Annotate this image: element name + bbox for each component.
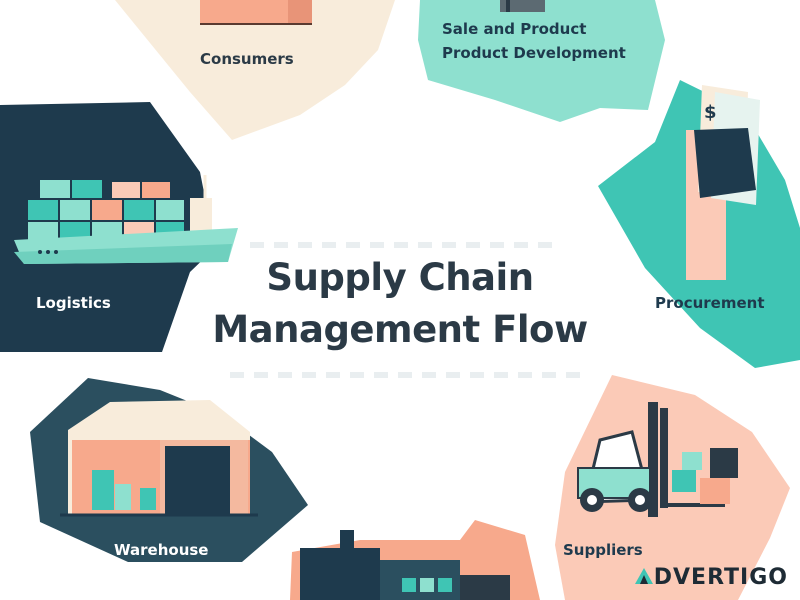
segment-bottom (290, 520, 540, 600)
label-suppliers: Suppliers (563, 541, 643, 559)
money-icon: $ (686, 85, 760, 280)
title-line-2: Management Flow (212, 308, 588, 351)
factory-icon (300, 530, 510, 600)
label-sale-product-2: Product Development (442, 44, 626, 62)
segment-procurement: $ (598, 80, 800, 368)
segment-suppliers (555, 375, 790, 600)
label-logistics: Logistics (36, 294, 111, 312)
advertigo-watermark: DVERTIGO (634, 565, 788, 592)
warehouse-icon (60, 400, 258, 517)
segment-sale-product (418, 0, 665, 122)
brand-triangle-icon (634, 566, 654, 592)
diagram-title: Supply Chain Management Flow (190, 252, 610, 356)
label-consumers: Consumers (200, 50, 294, 68)
label-procurement: Procurement (655, 294, 765, 312)
title-line-1: Supply Chain (266, 256, 534, 299)
brand-text: DVERTIGO (653, 565, 788, 590)
label-sale-product-1: Sale and Product (442, 20, 587, 38)
product-box-icon (500, 0, 545, 12)
label-warehouse: Warehouse (114, 541, 209, 559)
segment-warehouse (30, 378, 308, 562)
segment-consumers (115, 0, 395, 140)
forklift-icon (577, 402, 738, 517)
segment-logistics (0, 102, 238, 352)
shopping-bag-icon (200, 0, 312, 25)
svg-text:$: $ (704, 102, 717, 123)
center-decoration (230, 242, 590, 378)
cargo-ship-icon (14, 175, 238, 264)
